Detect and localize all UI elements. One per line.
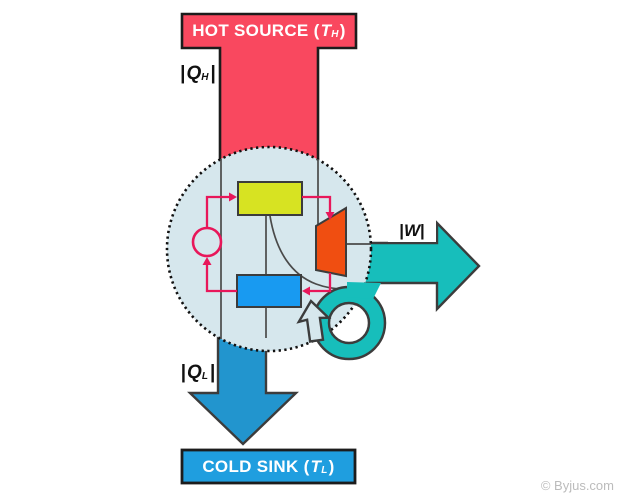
byjus-credit: © Byjus.com <box>540 478 614 493</box>
condenser-rect <box>236 274 302 308</box>
pump-circle <box>191 226 223 258</box>
work-symbol: W <box>403 221 421 240</box>
cold-sink-temp-subscript: L <box>321 464 328 476</box>
cold-sink-label-suffix: ) <box>328 456 335 476</box>
heat-out-subscript: L <box>201 371 208 382</box>
cold-sink-label-prefix: COLD SINK ( <box>202 456 310 476</box>
pipe-condenser-to-pump <box>205 265 237 293</box>
arrowhead-into-boiler <box>229 192 237 202</box>
cycle-loop-arrow <box>311 282 387 361</box>
heat-out-close-pipe: | <box>209 362 216 383</box>
hot-source-label-suffix: ) <box>339 21 346 40</box>
work-open-pipe: | <box>399 221 404 240</box>
hot-source-temp-symbol: T <box>320 21 332 40</box>
arrowhead-into-turbine <box>325 212 335 220</box>
work-label: |W| <box>388 220 436 242</box>
pipe-pump-to-boiler <box>205 195 229 227</box>
boiler-rect <box>237 181 303 216</box>
hot-source-temp-subscript: H <box>331 29 339 40</box>
work-close-pipe: | <box>420 221 425 240</box>
arrowhead-into-condenser <box>302 286 310 296</box>
cycle-arrowheads <box>202 192 335 296</box>
heat-in-subscript: H <box>201 72 209 83</box>
arrowhead-into-pump <box>202 257 212 265</box>
heat-in-symbol: Q <box>186 63 202 84</box>
cycle-loop-merge-patch <box>347 282 381 299</box>
pipe-boiler-to-turbine <box>302 195 332 212</box>
cycle-pipes <box>205 195 332 293</box>
cold-sink-banner <box>180 448 357 485</box>
heat-in-close-pipe: | <box>210 63 216 84</box>
turbine-shape <box>315 206 347 278</box>
pipe-turbine-to-condenser <box>310 273 332 293</box>
cold-sink-temp-symbol: T <box>310 456 322 476</box>
heat-in-open-pipe: | <box>180 63 186 84</box>
hot-source-label-prefix: HOT SOURCE ( <box>192 21 320 40</box>
heat-out-symbol: Q <box>187 362 202 383</box>
heat-out-open-pipe: | <box>180 362 187 383</box>
cycle-repeat-arrow-icon <box>296 299 332 343</box>
